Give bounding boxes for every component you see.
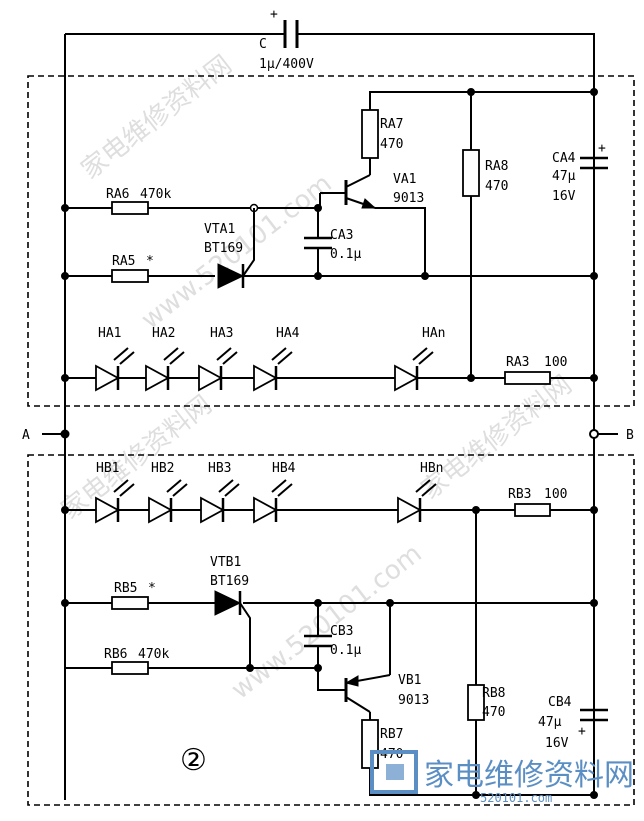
svg-text:CA3: CA3 <box>330 228 353 243</box>
resistor-ra3: RA3 100 <box>504 355 567 385</box>
svg-text:*: * <box>148 581 156 596</box>
svg-text:+: + <box>270 7 278 22</box>
svg-text:470k: 470k <box>140 187 171 202</box>
svg-text:HA1: HA1 <box>98 326 121 341</box>
circuit-b-enclosure <box>27 454 635 806</box>
svg-text:HBn: HBn <box>420 461 443 476</box>
led-hb1: HB1 <box>95 461 135 524</box>
svg-text:RA8: RA8 <box>485 159 508 174</box>
svg-text:VTA1: VTA1 <box>204 222 235 237</box>
led-han: HAn <box>394 326 445 392</box>
capacitor-ca4: + CA4 47μ 16V <box>552 92 608 204</box>
led-ha4: HA4 <box>253 326 300 392</box>
svg-text:470k: 470k <box>138 647 169 662</box>
logo-text: 家电维修资料网 <box>424 758 634 793</box>
cap-c-label: C <box>259 37 267 52</box>
capacitor-cb4: + CB4 47μ 16V <box>538 695 608 751</box>
svg-text:16V: 16V <box>545 736 569 751</box>
svg-text:HB1: HB1 <box>96 461 119 476</box>
resistor-ra7: RA7 470 <box>361 109 403 175</box>
svg-text:+: + <box>598 141 606 156</box>
svg-text:RA3: RA3 <box>506 355 529 370</box>
capacitor-ca3: CA3 0.1μ <box>304 208 361 276</box>
svg-text:100: 100 <box>544 355 567 370</box>
resistor-rb6: RB6 470k <box>104 647 169 675</box>
svg-text:470: 470 <box>380 747 403 762</box>
svg-text:470: 470 <box>485 179 508 194</box>
svg-text:RA6: RA6 <box>106 187 129 202</box>
svg-text:CB4: CB4 <box>548 695 572 710</box>
circuit-a-enclosure <box>27 75 635 407</box>
led-hb2: HB2 <box>148 461 188 524</box>
svg-text:HA2: HA2 <box>152 326 175 341</box>
led-ha3: HA3 <box>198 326 238 392</box>
svg-text:VA1: VA1 <box>393 172 416 187</box>
svg-text:CA4: CA4 <box>552 151 576 166</box>
svg-text:100: 100 <box>544 487 567 502</box>
svg-text:+: + <box>578 724 586 739</box>
capacitor-cb3: CB3 0.1μ <box>304 603 361 668</box>
svg-text:HB3: HB3 <box>208 461 231 476</box>
led-hb3: HB3 <box>200 461 240 524</box>
thyristor-vtb1: VTB1 BT169 <box>210 555 251 668</box>
svg-text:CB3: CB3 <box>330 624 353 639</box>
led-string-b: HB1 HB2 HB3 HB4 HBn <box>95 461 443 524</box>
svg-text:0.1μ: 0.1μ <box>330 247 361 262</box>
svg-text:HA4: HA4 <box>276 326 300 341</box>
svg-text:RB3: RB3 <box>508 487 531 502</box>
resistor-rb5: RB5 * <box>111 581 156 610</box>
svg-text:VTB1: VTB1 <box>210 555 241 570</box>
svg-text:470: 470 <box>482 705 505 720</box>
led-string-a: HA1 HA2 HA3 HA4 HAn <box>95 326 445 392</box>
svg-text:HB2: HB2 <box>151 461 174 476</box>
svg-text:RA7: RA7 <box>380 117 403 132</box>
svg-text:47μ: 47μ <box>552 169 576 184</box>
svg-text:VB1: VB1 <box>398 673 421 688</box>
led-ha2: HA2 <box>145 326 185 392</box>
logo-url: 520101.com <box>480 791 552 805</box>
resistor-ra8: RA8 470 <box>462 92 508 378</box>
resistor-ra6: RA6 470k <box>106 187 171 215</box>
resistor-rb8: RB8 470 <box>467 510 505 795</box>
figure-number: ② <box>180 743 207 778</box>
terminal-a: A <box>22 428 30 443</box>
transistor-va1: VA1 9013 <box>320 172 424 209</box>
watermark-text-3: 家电维修资料网 <box>56 390 218 526</box>
site-logo-watermark: 家电维修资料网 520101.com <box>370 750 634 805</box>
resistor-ra5: RA5 * <box>111 254 154 283</box>
svg-text:HB4: HB4 <box>272 461 296 476</box>
transistor-vb1: VB1 9013 <box>344 673 429 713</box>
watermark-text-5: 家电维修资料网 <box>416 370 578 506</box>
cap-c-value: 1μ/400V <box>259 57 314 72</box>
watermark-text-1: 家电维修资料网 <box>76 50 238 186</box>
terminal-b: B <box>626 428 634 443</box>
svg-text:0.1μ: 0.1μ <box>330 643 361 658</box>
svg-text:47μ: 47μ <box>538 715 562 730</box>
svg-text:BT169: BT169 <box>210 574 249 589</box>
svg-text:RB5: RB5 <box>114 581 137 596</box>
led-hb4: HB4 <box>253 461 296 524</box>
resistor-rb3: RB3 100 <box>508 487 567 517</box>
svg-text:470: 470 <box>380 137 403 152</box>
led-ha1: HA1 <box>95 326 135 392</box>
svg-text:16V: 16V <box>552 189 576 204</box>
capacitor-c: + C 1μ/400V <box>65 7 595 95</box>
svg-text:BT169: BT169 <box>204 241 243 256</box>
svg-text:RB6: RB6 <box>104 647 127 662</box>
svg-text:9013: 9013 <box>393 191 424 206</box>
svg-text:RB8: RB8 <box>482 686 505 701</box>
svg-text:RA5: RA5 <box>112 254 135 269</box>
svg-text:*: * <box>146 254 154 269</box>
svg-text:HAn: HAn <box>422 326 445 341</box>
svg-text:RB7: RB7 <box>380 727 403 742</box>
led-hbn: HBn <box>397 461 443 524</box>
svg-text:HA3: HA3 <box>210 326 233 341</box>
thyristor-vta1: VTA1 BT169 <box>204 208 255 289</box>
svg-text:9013: 9013 <box>398 693 429 708</box>
